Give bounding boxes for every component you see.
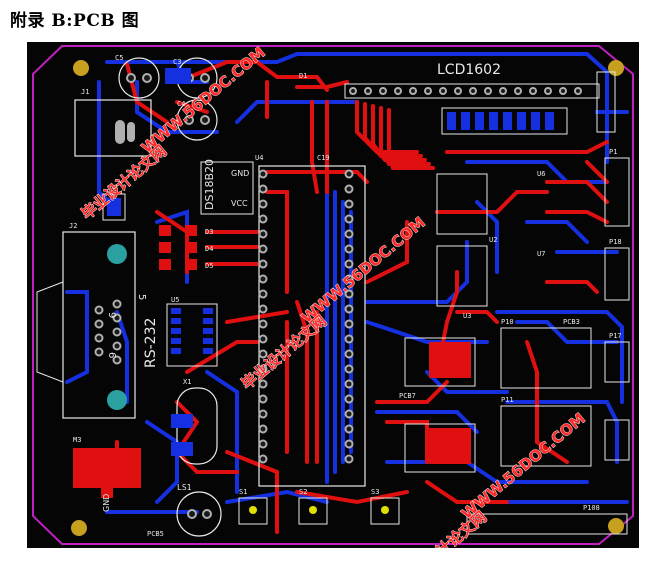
label-d5: D5 bbox=[205, 262, 213, 270]
page-heading: 附录 B:PCB 图 bbox=[10, 11, 140, 31]
pcb-layout-svg: LCD1602 RS-232 DS18B20 GND VCC U4 U2 U3 … bbox=[27, 42, 639, 548]
power-jack-j1 bbox=[74, 99, 152, 157]
ds18b20-outline bbox=[200, 161, 254, 215]
label-pcb3: PCB3 bbox=[563, 318, 580, 326]
label-c5: C5 bbox=[115, 54, 123, 62]
label-c19: C19 bbox=[317, 154, 330, 162]
buzzer-pad-1 bbox=[187, 509, 197, 519]
switch-s5-pad bbox=[107, 198, 121, 216]
crystal-cap-2 bbox=[171, 442, 193, 456]
label-p11: P11 bbox=[501, 396, 514, 404]
label-d3: D3 bbox=[205, 228, 213, 236]
power-jack-pad-2 bbox=[127, 122, 135, 142]
relay-blocks bbox=[404, 327, 592, 473]
top-copper-traces bbox=[115, 60, 609, 534]
label-p108: P108 bbox=[583, 504, 600, 512]
push-buttons bbox=[238, 497, 400, 525]
label-u6: U6 bbox=[537, 170, 545, 178]
label-s4: S4 bbox=[107, 184, 115, 192]
label-rs232: RS-232 bbox=[143, 318, 159, 368]
label-d1: D1 bbox=[299, 72, 307, 80]
board-outline bbox=[32, 45, 634, 545]
db9-pins bbox=[94, 299, 122, 365]
mounting-hole-top-left bbox=[73, 60, 89, 76]
label-lcd1602: LCD1602 bbox=[437, 62, 501, 78]
label-c3: C3 bbox=[173, 58, 181, 66]
regulator-m3 bbox=[73, 448, 141, 488]
label-d4: D4 bbox=[205, 245, 213, 253]
label-u5: U5 bbox=[171, 296, 179, 304]
mounting-hole-bottom-right bbox=[608, 518, 624, 534]
rs232-pads bbox=[171, 308, 213, 354]
label-6: 6 bbox=[106, 352, 117, 358]
label-u4: U4 bbox=[255, 154, 263, 162]
lcd-header-outline bbox=[344, 83, 600, 99]
switch-s5 bbox=[102, 193, 126, 221]
buzzer-pad-2 bbox=[202, 509, 212, 519]
label-pcb7: PCB7 bbox=[399, 392, 416, 400]
ic-u2-outline bbox=[436, 173, 488, 235]
label-j1: J1 bbox=[81, 88, 89, 96]
label-pcb5: PCB5 bbox=[147, 530, 164, 538]
label-x1: X1 bbox=[183, 378, 191, 386]
label-p10: P10 bbox=[501, 318, 514, 326]
power-jack-pad-1 bbox=[115, 120, 125, 144]
lcd-header-pins bbox=[349, 87, 582, 95]
crystal-cap-1 bbox=[171, 414, 193, 428]
label-ds18b20: DS18B20 bbox=[203, 159, 216, 210]
cap-c3-pad-block bbox=[165, 68, 191, 84]
label-c4: C4 bbox=[177, 100, 185, 108]
mounting-hole-top-right bbox=[608, 60, 624, 76]
label-u2: U2 bbox=[489, 236, 497, 244]
label-j2: J2 bbox=[69, 222, 77, 230]
label-gnd: GND bbox=[231, 169, 249, 178]
bottom-header-p108 bbox=[466, 513, 628, 535]
label-u7: U7 bbox=[537, 250, 545, 258]
label-s2: S2 bbox=[299, 488, 307, 496]
buzzer-ls1 bbox=[176, 491, 222, 537]
db9-shell-outline bbox=[36, 281, 64, 383]
resistor-array bbox=[441, 107, 568, 135]
mounting-hole-bottom-left bbox=[71, 520, 87, 536]
label-p1: P1 bbox=[609, 148, 617, 156]
rs232-chip-u5 bbox=[166, 303, 218, 367]
db9-mount-hole-top bbox=[107, 244, 127, 264]
db9-mount-hole-bottom bbox=[107, 390, 127, 410]
label-gnd-bottom: GND bbox=[102, 494, 111, 512]
label-ls1: LS1 bbox=[177, 483, 192, 492]
db9-connector-j2 bbox=[62, 231, 136, 419]
pcb-board-figure: LCD1602 RS-232 DS18B20 GND VCC U4 U2 U3 … bbox=[27, 42, 639, 548]
led-array bbox=[159, 225, 197, 270]
label-p18: P18 bbox=[609, 238, 622, 246]
regulator-m3-tab bbox=[101, 488, 113, 498]
ic-u3-outline bbox=[436, 245, 488, 307]
label-5: 5 bbox=[136, 294, 147, 300]
label-u3: U3 bbox=[463, 312, 471, 320]
label-p17: P17 bbox=[609, 332, 622, 340]
label-vcc: VCC bbox=[231, 199, 248, 208]
label-s1: S1 bbox=[239, 488, 247, 496]
label-s3: S3 bbox=[371, 488, 379, 496]
label-m3: M3 bbox=[73, 436, 81, 444]
mcu-u4-pins bbox=[258, 169, 354, 464]
label-9: 9 bbox=[106, 312, 117, 318]
right-connectors bbox=[596, 71, 630, 461]
